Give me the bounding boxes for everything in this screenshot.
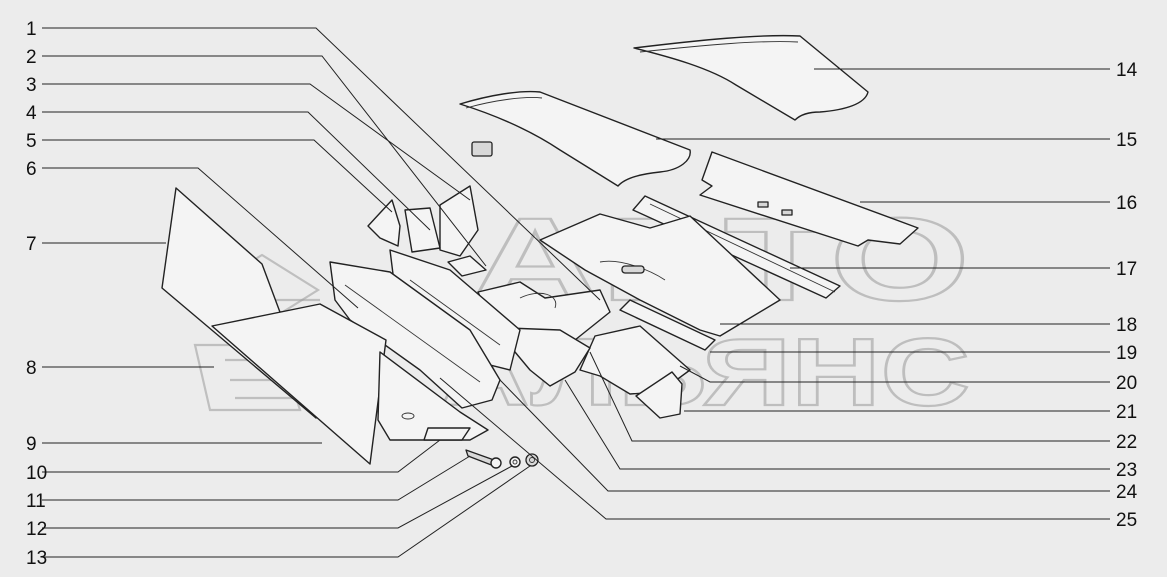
leader-2 [42,55,487,267]
callout-7: 7 [26,234,37,255]
part-16-slot-a [757,201,769,208]
callout-18: 18 [1116,315,1137,336]
part-18-floor-carpet [539,213,781,337]
leader-6 [42,167,359,309]
leader-12 [42,465,513,529]
callout-23: 23 [1116,460,1137,481]
callout-3: 3 [26,75,37,96]
callout-8: 8 [26,358,37,379]
callout-25: 25 [1116,510,1137,531]
part-2-panel [447,255,487,277]
part-13-nut [525,453,539,467]
part-1-bracket [439,185,479,257]
part-14-rear-shelf [633,34,869,121]
part-21-corner-pad [635,371,683,419]
leader-24 [499,379,1110,492]
left-leader-lines [42,27,601,558]
left-callouts: 1 2 3 4 5 6 7 8 9 10 11 12 13 [26,19,47,569]
callout-12: 12 [26,519,47,540]
part-5-angle-pad [367,199,401,247]
callout-4: 4 [26,103,37,124]
callout-20: 20 [1116,373,1137,394]
part-10-strip [423,427,471,441]
callout-21: 21 [1116,402,1137,423]
part-8-side-panel-lower [211,303,387,465]
leader-22 [589,351,1110,442]
leader-10 [42,439,441,473]
leader-1 [42,27,601,301]
leader-5 [42,139,393,213]
part-15-clip [471,141,493,157]
leader-25 [439,377,1110,520]
right-callouts: 14 15 16 17 18 19 20 21 22 23 24 25 [1116,60,1138,531]
leader-23 [564,379,1110,470]
callout-15: 15 [1116,130,1137,151]
part-4-spacer [404,207,441,253]
part-11-bolt [465,449,502,469]
part-19-strip [619,299,716,351]
leader-3 [42,83,471,201]
leader-4 [42,111,431,231]
callout-11: 11 [26,491,46,512]
leader-20 [679,365,1110,383]
right-leader-lines [439,68,1110,520]
callout-6: 6 [26,159,37,180]
leader-11 [42,455,471,501]
callout-5: 5 [26,131,37,152]
part-16-slot-b [781,209,793,216]
callout-14: 14 [1116,60,1138,81]
callout-1: 1 [26,19,37,40]
callout-13: 13 [26,548,47,569]
part-12-washer [509,456,521,468]
callout-10: 10 [26,463,47,484]
part-25-dash-insulation [329,261,501,409]
callout-17: 17 [1116,259,1137,280]
part-18-handle [621,265,645,274]
callout-19: 19 [1116,343,1137,364]
part-9-floor-tray [377,351,489,441]
part-15-rear-panel [459,90,691,187]
leader-13 [42,465,531,558]
callout-9: 9 [26,434,37,455]
callout-16: 16 [1116,193,1137,214]
part-23-front-mat-right [507,327,591,387]
callout-22: 22 [1116,432,1137,453]
callout-24: 24 [1116,482,1138,503]
part-16-trunk-mat [699,151,919,247]
callout-2: 2 [26,47,37,68]
